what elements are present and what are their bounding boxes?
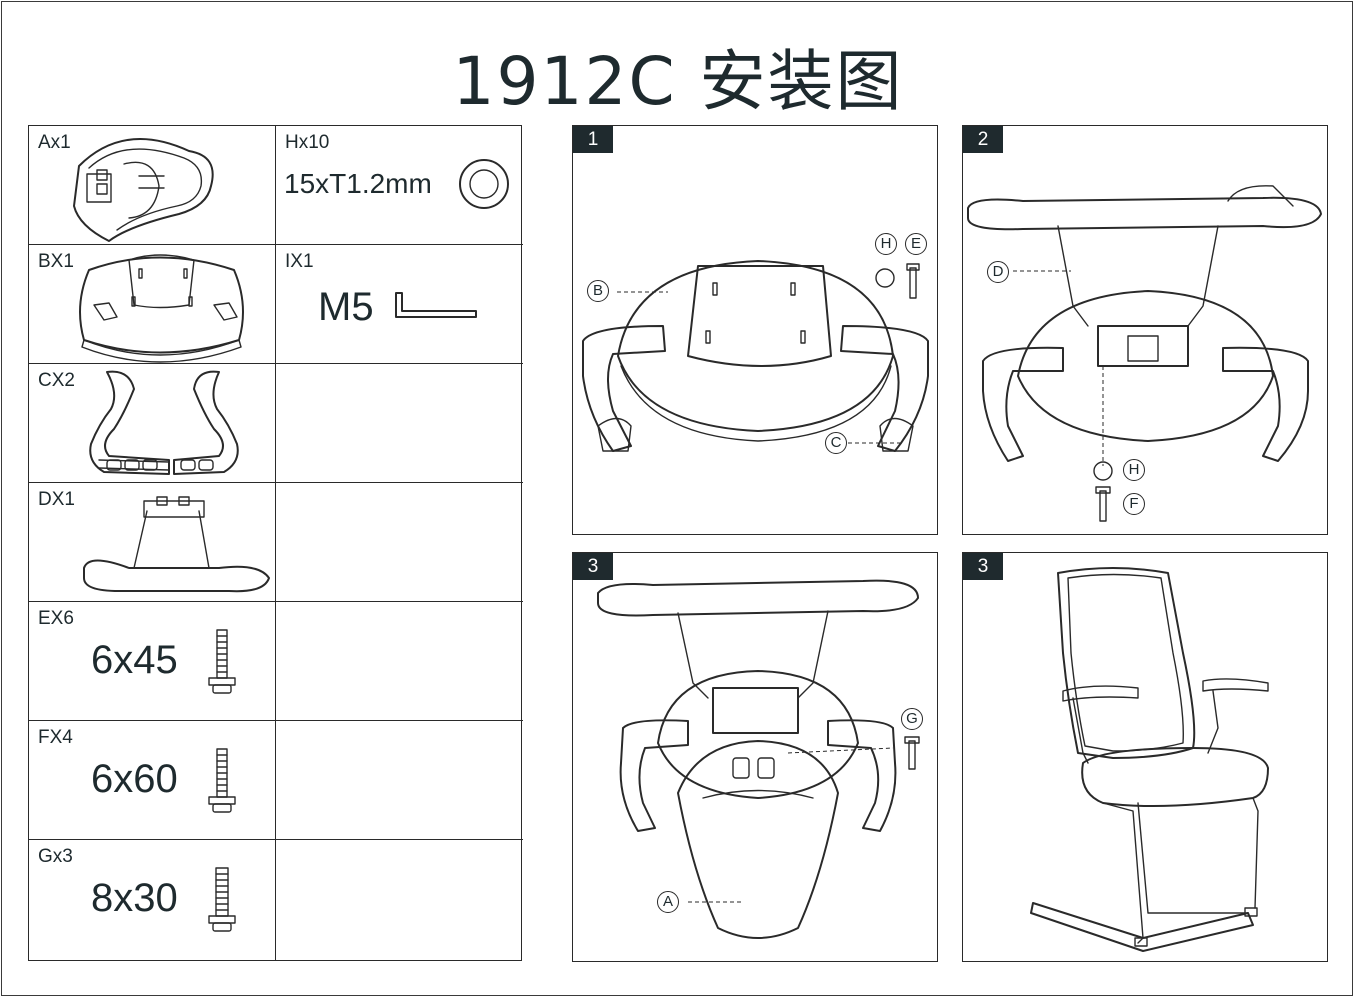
callout-b: B (587, 280, 609, 302)
part-cell-f: FX4 6x60 (29, 721, 276, 840)
step-3-drawing (597, 579, 920, 939)
step-panel-4: 3 (962, 552, 1328, 962)
part-spec: 8x30 (91, 876, 178, 920)
part-cell-h: Hx10 15xT1.2mm (276, 126, 523, 245)
step-panel-1: 1 B H E C (572, 125, 938, 535)
part-cell-b: BX1 (29, 245, 276, 364)
step-panel-3: 3 G A (572, 552, 938, 962)
callout-g: G (901, 708, 923, 730)
part-code: CX2 (38, 370, 75, 391)
allen-key-icon (395, 292, 477, 318)
page-title: 1912C 安装图 (452, 43, 904, 120)
part-cell-empty-5 (276, 840, 523, 960)
callout-f: F (1123, 493, 1145, 515)
callout-h: H (875, 233, 897, 255)
part-cell-d: DX1 (29, 483, 276, 602)
callout-h: H (1123, 459, 1145, 481)
part-code: FX4 (38, 727, 73, 748)
part-code: IX1 (285, 251, 314, 272)
backrest-frame-drawing (83, 496, 270, 593)
part-cell-e: EX6 6x45 (29, 602, 276, 721)
part-code: EX6 (38, 608, 74, 629)
step-badge: 3 (573, 553, 613, 580)
step-1-drawing (582, 260, 929, 452)
bolt-icon (208, 867, 236, 932)
step-badge: 2 (963, 126, 1003, 153)
part-code: Ax1 (38, 132, 71, 153)
part-spec: 6x60 (91, 757, 178, 801)
part-spec: 15xT1.2mm (284, 168, 432, 199)
step-panel-2: 2 D H F (962, 125, 1328, 535)
step-badge: 1 (573, 126, 613, 153)
part-spec: 6x45 (91, 638, 178, 682)
part-code: BX1 (38, 251, 74, 272)
part-cell-empty-1 (276, 364, 523, 483)
part-code: Hx10 (285, 132, 330, 153)
headrest-bracket-drawing (73, 138, 214, 242)
part-cell-c: CX2 (29, 364, 276, 483)
parts-table: Ax1 Hx10 15xT1.2mm BX1 (28, 125, 523, 961)
callout-d: D (987, 261, 1009, 283)
washer-icon (459, 159, 509, 209)
part-spec: M5 (318, 285, 374, 329)
part-code: DX1 (38, 489, 75, 510)
bolt-icon (208, 748, 236, 813)
bolt-icon (208, 629, 236, 694)
callout-e: E (905, 233, 927, 255)
step-badge: 3 (963, 553, 1003, 580)
seat-pan-drawing (79, 254, 244, 363)
part-cell-i: IX1 M5 (276, 245, 523, 364)
assembled-chair-drawing (1030, 567, 1269, 952)
part-code: Gx3 (38, 846, 73, 867)
part-cell-a: Ax1 (29, 126, 276, 245)
callout-c: C (825, 432, 847, 454)
part-cell-g: Gx3 8x30 (29, 840, 276, 960)
callout-a: A (657, 891, 679, 913)
step-2-drawing (967, 185, 1322, 522)
armrest-pair-drawing (89, 370, 239, 475)
part-cell-empty-3 (276, 602, 523, 721)
part-cell-empty-2 (276, 483, 523, 602)
part-cell-empty-4 (276, 721, 523, 840)
